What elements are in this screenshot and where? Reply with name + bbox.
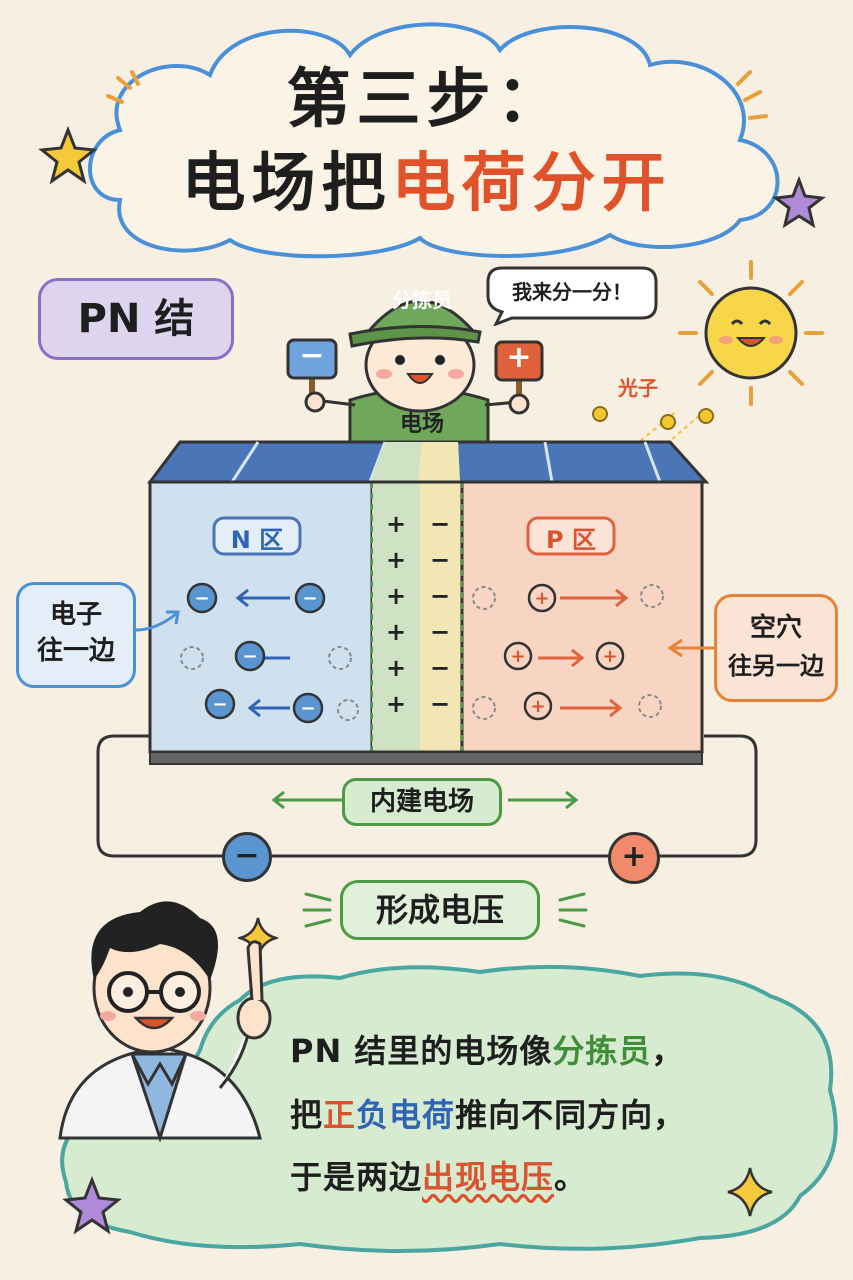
positive-sign: + (386, 582, 406, 610)
positive-sign: + (386, 510, 406, 538)
empty-site (180, 646, 204, 670)
negative-sign: − (430, 690, 450, 718)
explanation-l2a: 把 (290, 1096, 324, 1134)
minus-sign-card (286, 338, 338, 380)
hat-label: 分拣员 (392, 288, 452, 312)
built-in-field-label: 内建电场 (342, 778, 502, 826)
svg-text:−: − (242, 646, 257, 667)
negative-sign: − (430, 654, 450, 682)
explanation-negative-highlight: 负 (356, 1096, 390, 1134)
explanation-voltage-highlight: 出现电压 (422, 1158, 555, 1196)
arrow-icon (135, 610, 180, 632)
explanation-charge-highlight: 电荷 (389, 1096, 456, 1134)
sorter-character (286, 299, 544, 445)
n-zone-box (212, 516, 302, 556)
electron (292, 692, 324, 724)
title-line-1: 第三步： (286, 63, 567, 137)
svg-text:+: + (534, 588, 549, 609)
explanation-l2e: 推向不同方向， (455, 1096, 687, 1134)
title-black-part: 电场把 (181, 147, 392, 221)
explanation-line-2: 把正负电荷推向不同方向， (290, 1090, 686, 1136)
electron (186, 582, 218, 614)
scientist-character (58, 901, 272, 1143)
photon-label: 光子 (618, 376, 658, 400)
negative-sign: − (430, 582, 450, 610)
voltage-label: 形成电压 (340, 880, 540, 940)
speech-text: 我来分一分！ (512, 280, 632, 304)
external-circuit (96, 734, 758, 858)
photon-dot (592, 406, 608, 422)
empty-site (472, 696, 496, 720)
explanation-line-1: PN 结里的电场像分拣员， (290, 1026, 684, 1072)
explanation-positive-highlight: 正 (323, 1096, 357, 1134)
title-line-2: 电场把电荷分开 (0, 152, 853, 216)
n-zone-label: N 区 (230, 526, 284, 554)
plus-sign-card (494, 340, 544, 382)
sun-icon (678, 260, 824, 406)
pn-label: PN 结 (38, 278, 234, 360)
pn-junction-block: + + + + + + − − − − − − − − − − − (147, 440, 710, 765)
photon-dot (698, 408, 714, 424)
positive-sign: + (386, 618, 406, 646)
star-icon (62, 1176, 122, 1235)
electron-label-line1: 电子 (49, 600, 102, 630)
empty-site (337, 699, 359, 721)
electron-label-line2: 往一边 (36, 636, 115, 666)
positive-sign: + (386, 546, 406, 574)
explanation-line-3: 于是两边出现电压。 (290, 1152, 587, 1198)
voltage-rays (302, 892, 588, 928)
right-sign-text: + (506, 340, 532, 375)
svg-text:−: − (194, 588, 209, 609)
negative-sign: − (430, 546, 450, 574)
svg-text:−: − (300, 698, 315, 719)
left-sign-text: − (299, 338, 325, 373)
explanation-l1c: ， (651, 1032, 685, 1070)
hole-label-line1: 空穴 (749, 613, 802, 643)
hole (503, 641, 533, 671)
empty-site (640, 584, 664, 608)
photon-dot (660, 414, 676, 430)
electron (234, 640, 266, 672)
svg-text:+: + (510, 646, 525, 667)
electron (204, 688, 236, 720)
empty-site (638, 694, 662, 718)
hole-label-line2: 往另一边 (728, 652, 824, 680)
positive-terminal: + (608, 832, 660, 884)
empty-site (328, 646, 352, 670)
explanation-l1a: PN 结里的电场像 (290, 1032, 553, 1070)
empty-site (472, 586, 496, 610)
explanation-l3a: 于是两边 (290, 1158, 423, 1196)
explanation-l3c: 。 (554, 1158, 588, 1196)
star-icon (772, 176, 826, 229)
electron (294, 582, 326, 614)
hole (595, 641, 625, 671)
arrow-icon (667, 638, 716, 658)
title-cloud (88, 22, 780, 259)
sparkle-icon (727, 1167, 773, 1217)
hole (523, 691, 553, 721)
svg-text:−: − (302, 588, 317, 609)
speech-bubble (486, 266, 658, 326)
shirt-label: 电场 (399, 412, 444, 437)
negative-sign: − (430, 618, 450, 646)
svg-text:−: − (212, 694, 227, 715)
negative-terminal: − (222, 832, 272, 882)
title-red-part: 电荷分开 (391, 147, 672, 221)
p-zone-label: P 区 (546, 526, 596, 554)
negative-sign: − (430, 510, 450, 538)
star-icon (38, 126, 98, 185)
svg-text:+: + (602, 646, 617, 667)
svg-text:+: + (530, 696, 545, 717)
hole-side-label: 空穴 往另一边 (714, 594, 838, 702)
positive-sign: + (386, 690, 406, 718)
p-zone-box (526, 516, 616, 556)
explanation-sorter-highlight: 分拣员 (552, 1032, 652, 1070)
electron-side-label: 电子 往一边 (16, 582, 136, 688)
positive-sign: + (386, 654, 406, 682)
hole (527, 583, 557, 613)
